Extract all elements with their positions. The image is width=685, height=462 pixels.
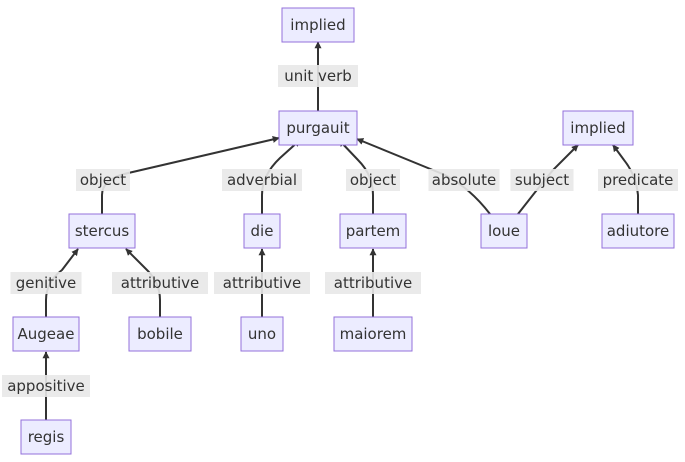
edge-label-background xyxy=(510,169,574,191)
node-box xyxy=(281,7,355,43)
edge-label-bobile-to-stercus: attributive xyxy=(112,272,208,294)
edge-label-background xyxy=(112,272,208,294)
edge-labels-layer: unit verb object adverbial object absolute su… xyxy=(2,65,678,397)
node-label: purgauit xyxy=(286,119,349,137)
node-box xyxy=(480,213,528,249)
edge-label-partem-to-purgauit: object xyxy=(346,169,400,191)
node-implied2: implied xyxy=(562,110,634,146)
edge-label-background xyxy=(278,65,358,87)
node-adiutore: adiutore xyxy=(601,213,675,249)
edge-label-adiutore-to-implied2: predicate xyxy=(598,169,678,191)
node-label: regis xyxy=(28,428,65,446)
edge-label-text: genitive xyxy=(16,274,77,292)
node-purgauit: purgauit xyxy=(278,110,358,146)
node-loue: loue xyxy=(480,213,528,249)
node-box xyxy=(68,213,136,249)
edge-label-die-to-purgauit: adverbial xyxy=(222,169,302,191)
edge-label-text: attributive xyxy=(121,274,199,292)
node-regis: regis xyxy=(20,419,72,455)
node-label: bobile xyxy=(137,325,183,343)
node-label: loue xyxy=(488,222,520,240)
edge-label-text: predicate xyxy=(603,171,674,189)
node-box xyxy=(128,316,192,352)
node-partem: partem xyxy=(339,213,407,249)
node-box xyxy=(601,213,675,249)
edge-label-text: object xyxy=(350,171,396,189)
edge-label-background xyxy=(2,375,90,397)
edge-label-text: appositive xyxy=(7,377,85,395)
edge-label-background xyxy=(428,169,500,191)
edge-label-background xyxy=(346,169,400,191)
node-bobile: bobile xyxy=(128,316,192,352)
edge-label-background xyxy=(325,272,421,294)
edge-label-background xyxy=(10,272,82,294)
edge-label-text: attributive xyxy=(223,274,301,292)
edge-label-background xyxy=(598,169,678,191)
edge-label-augeae-to-stercus: genitive xyxy=(10,272,82,294)
edge-label-regis-to-augeae: appositive xyxy=(2,375,90,397)
edge-label-loue-to-implied2: subject xyxy=(510,169,574,191)
node-box xyxy=(240,316,284,352)
node-box xyxy=(339,213,407,249)
node-label: maiorem xyxy=(340,325,407,343)
node-implied1: implied xyxy=(281,7,355,43)
node-stercus: stercus xyxy=(68,213,136,249)
node-maiorem: maiorem xyxy=(333,316,413,352)
edge-label-uno-to-die: attributive xyxy=(214,272,310,294)
edge-label-maiorem-to-partem: attributive xyxy=(325,272,421,294)
edge-label-background xyxy=(214,272,310,294)
node-label: partem xyxy=(346,222,401,240)
node-box xyxy=(333,316,413,352)
edge-label-loue-to-purgauit: absolute xyxy=(428,169,500,191)
node-box xyxy=(278,110,358,146)
edge-label-text: unit verb xyxy=(284,67,352,85)
node-label: adiutore xyxy=(607,222,670,240)
node-box xyxy=(20,419,72,455)
node-label: Augeae xyxy=(18,325,75,343)
nodes-layer: implied purgauit implied stercus die partem lo… xyxy=(12,7,675,455)
node-box xyxy=(12,316,80,352)
node-box xyxy=(562,110,634,146)
edge-label-text: absolute xyxy=(432,171,497,189)
node-uno: uno xyxy=(240,316,284,352)
node-label: implied xyxy=(570,119,625,137)
node-box xyxy=(243,213,281,249)
edge-label-background xyxy=(222,169,302,191)
edge-label-text: subject xyxy=(515,171,569,189)
edge-label-text: adverbial xyxy=(227,171,297,189)
edge-label-text: object xyxy=(80,171,126,189)
node-label: stercus xyxy=(75,222,130,240)
edge-label-background xyxy=(76,169,130,191)
node-label: uno xyxy=(248,325,276,343)
edge-label-purgauit-to-implied1: unit verb xyxy=(278,65,358,87)
node-label: die xyxy=(251,222,274,240)
node-label: implied xyxy=(290,16,345,34)
node-augeae: Augeae xyxy=(12,316,80,352)
edge-label-text: attributive xyxy=(334,274,412,292)
node-die: die xyxy=(243,213,281,249)
edge-label-stercus-to-purgauit: object xyxy=(76,169,130,191)
